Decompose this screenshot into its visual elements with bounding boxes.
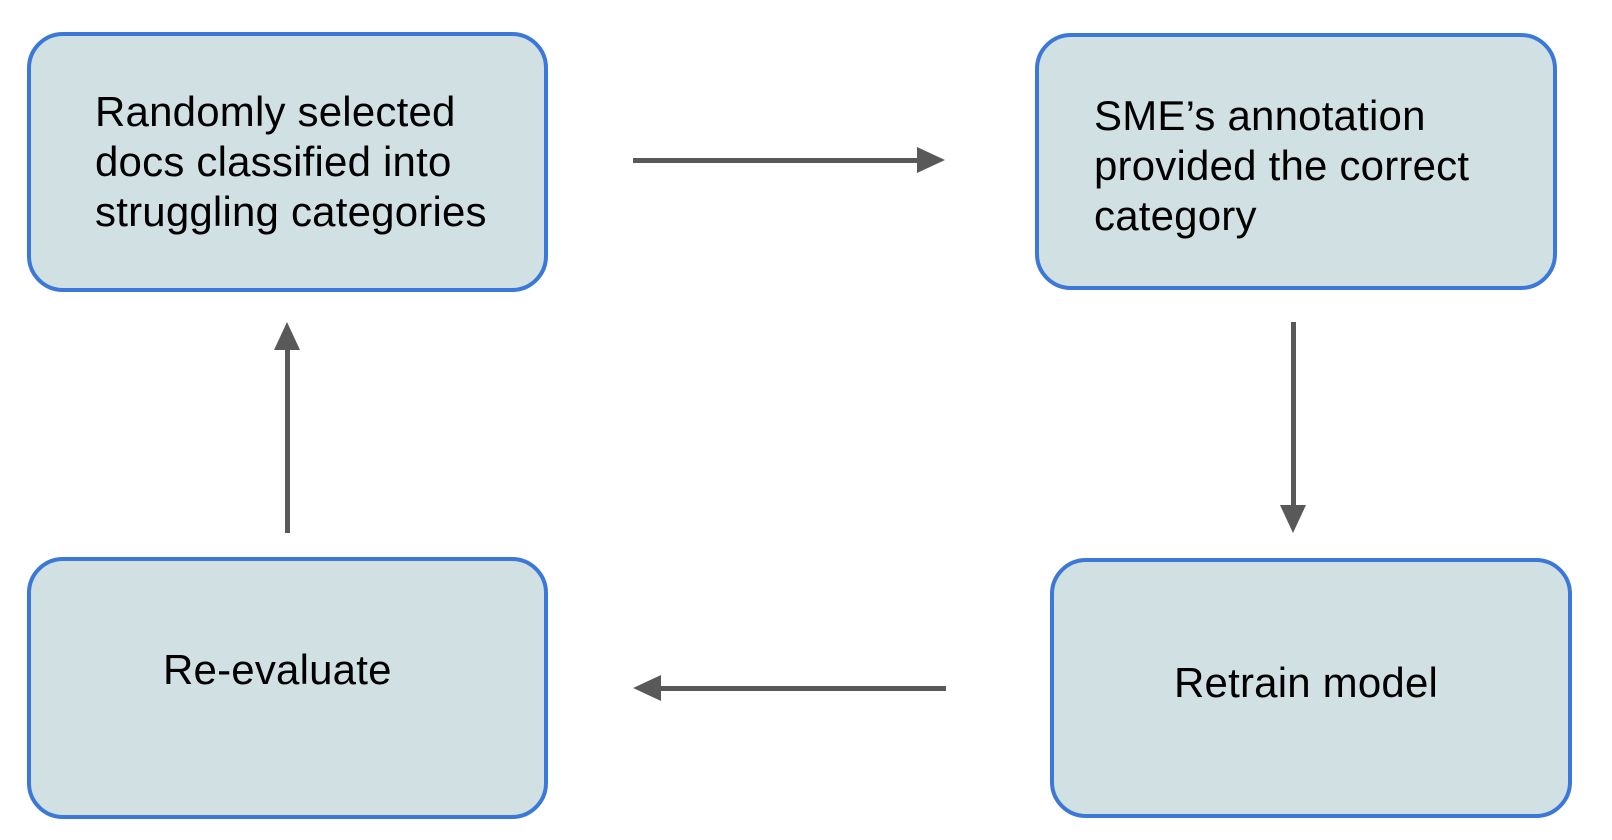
node-retrain-model: Retrain model bbox=[1050, 558, 1572, 818]
node-label: Re-evaluate bbox=[163, 646, 392, 693]
arrowhead-down-icon bbox=[1280, 505, 1306, 533]
node-label: SME’s annotation provided the correct ca… bbox=[1094, 91, 1470, 239]
arrow-shaft bbox=[633, 158, 917, 163]
arrowhead-right-icon bbox=[917, 147, 945, 173]
arrowhead-left-icon bbox=[633, 675, 661, 701]
arrow-shaft bbox=[1291, 322, 1296, 505]
node-sme-annotation: SME’s annotation provided the correct ca… bbox=[1035, 33, 1557, 290]
arrow-shaft bbox=[661, 686, 946, 691]
node-label: Randomly selected docs classified into s… bbox=[95, 88, 487, 235]
node-re-evaluate: Re-evaluate bbox=[27, 557, 548, 819]
arrow-shaft bbox=[285, 350, 290, 533]
node-randomly-selected-docs: Randomly selected docs classified into s… bbox=[27, 32, 548, 292]
arrowhead-up-icon bbox=[274, 322, 300, 350]
node-label: Retrain model bbox=[1174, 659, 1439, 706]
